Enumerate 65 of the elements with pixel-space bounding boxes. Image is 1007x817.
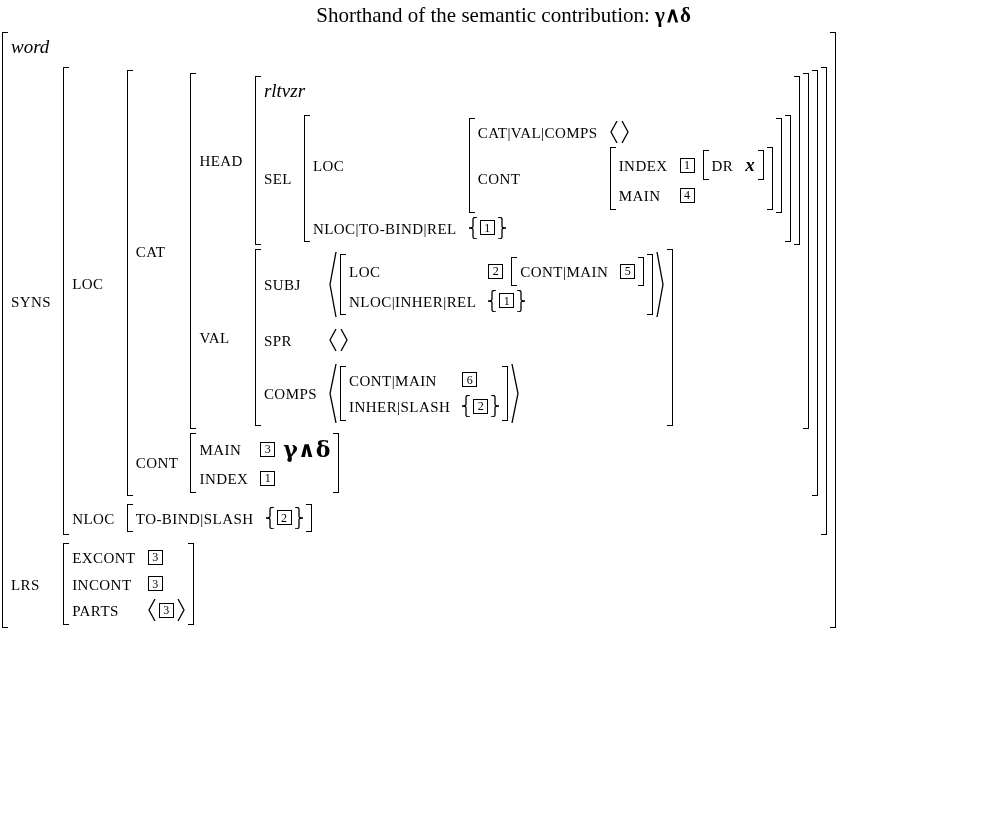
feature-label: LRS xyxy=(11,576,40,593)
coindex-tag: 2 xyxy=(473,398,489,414)
coindex-tag: 3 xyxy=(147,576,163,592)
feature-label: CONT xyxy=(135,455,179,472)
feature-label: COMPS xyxy=(263,385,317,402)
feature-label: CAT|VAL|COMPS xyxy=(477,124,598,141)
feature-label: SUBJ xyxy=(263,277,301,294)
feature-matrix xyxy=(254,76,800,245)
coindex-tag: 5 xyxy=(620,263,636,279)
feature-matrix xyxy=(511,257,645,286)
coindex-tag: 3 xyxy=(158,602,174,618)
coindex-tag: 6 xyxy=(462,372,478,388)
feature-label: SEL xyxy=(263,171,292,188)
title: Shorthand of the semantic contribution: γ∧δ xyxy=(316,2,691,29)
feature-matrix xyxy=(340,365,509,421)
feature-label: VAL xyxy=(199,330,230,346)
feature-label: MAIN xyxy=(618,188,661,204)
feature-matrix xyxy=(254,249,674,426)
type-label: word xyxy=(11,36,50,58)
feature-matrix xyxy=(126,70,818,496)
feature-matrix xyxy=(340,254,654,315)
formula-label: γ∧δ xyxy=(283,435,331,463)
feature-label: SPR xyxy=(263,333,292,349)
feature-label: TO-BIND|SLASH xyxy=(135,510,254,527)
feature-label: LOC xyxy=(312,157,345,174)
coindex-tag: 3 xyxy=(147,549,163,565)
type-label: rltvzr xyxy=(263,80,306,101)
coindex-tag: 1 xyxy=(679,157,695,173)
feature-matrix xyxy=(126,503,312,532)
coindex-tag: 3 xyxy=(260,441,276,457)
feature-matrix xyxy=(468,117,782,213)
feature-matrix xyxy=(63,67,827,535)
coindex-tag: 2 xyxy=(488,263,504,279)
feature-label: NLOC|TO-BIND|REL xyxy=(312,220,457,237)
coindex-tag: 1 xyxy=(499,293,515,309)
feature-label: SYNS xyxy=(11,293,52,310)
coindex-tag: 1 xyxy=(479,220,495,236)
coindex-tag: 2 xyxy=(276,510,292,526)
feature-label: CONT|MAIN xyxy=(349,372,437,389)
feature-matrix xyxy=(609,147,773,210)
coindex-tag: 1 xyxy=(260,470,276,486)
feature-label: HEAD xyxy=(199,153,243,170)
feature-matrix xyxy=(190,432,340,493)
feature-label: INDEX xyxy=(618,157,668,174)
feature-label: INCONT xyxy=(72,576,132,593)
feature-label: CONT xyxy=(477,171,521,188)
feature-label: MAIN xyxy=(199,442,242,458)
feature-matrix xyxy=(702,150,764,180)
feature-matrix xyxy=(63,543,194,625)
feature-matrix xyxy=(303,114,791,242)
feature-label: DR xyxy=(711,157,734,174)
feature-label: NLOC xyxy=(72,510,115,527)
feature-label: PARTS xyxy=(72,603,119,619)
feature-matrix xyxy=(2,32,836,628)
variable-label: x xyxy=(745,153,755,177)
coindex-tag: 4 xyxy=(679,187,695,203)
feature-label: LOC xyxy=(349,264,381,280)
feature-label: EXCONT xyxy=(72,550,136,566)
feature-label: INHER|SLASH xyxy=(349,399,451,415)
feature-label: CONT|MAIN xyxy=(520,264,609,280)
feature-label: NLOC|INHER|REL xyxy=(349,293,477,310)
feature-label: INDEX xyxy=(199,471,249,487)
feature-label: LOC xyxy=(72,275,104,292)
feature-matrix xyxy=(190,73,809,429)
feature-label: CAT xyxy=(135,243,166,260)
